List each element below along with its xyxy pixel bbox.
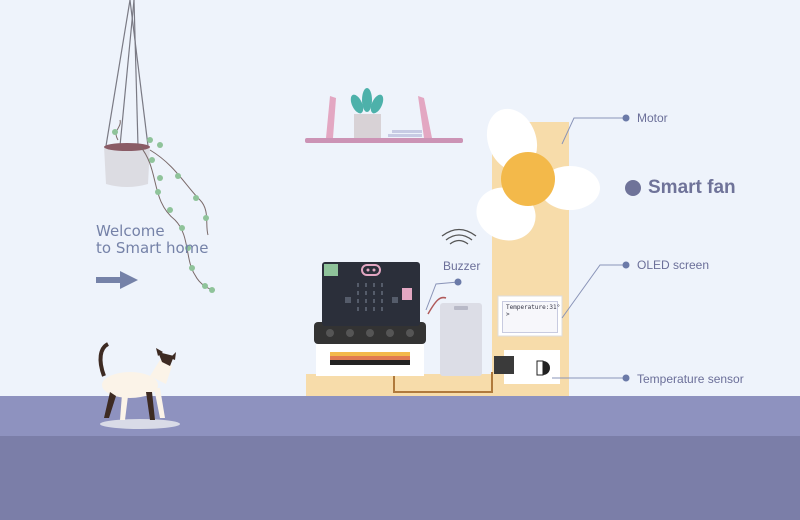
sensor-half-circle <box>543 361 550 375</box>
motor-label: Motor <box>637 111 668 125</box>
buzzer-module <box>440 303 482 376</box>
fan-hub <box>501 152 555 206</box>
microbit-leds <box>345 283 398 311</box>
shield-header <box>330 352 410 365</box>
plant-icon <box>350 88 384 114</box>
oled-line-2: > <box>506 311 510 318</box>
buzzer-label: Buzzer <box>443 259 481 273</box>
smart-fan-title: Smart fan <box>625 177 736 199</box>
title-dot-icon <box>625 180 641 196</box>
bookend-left <box>326 96 336 138</box>
cat-illustration <box>98 342 180 429</box>
temperature-sensor-chip <box>494 356 514 374</box>
sound-wave-icon <box>441 228 477 245</box>
oled-line-1: Temperature:31° <box>506 304 561 311</box>
base-plate <box>306 374 568 396</box>
welcome-text: Welcome to Smart home <box>96 223 209 257</box>
floor-bottom <box>0 436 800 520</box>
vine-leaves <box>112 129 215 293</box>
temperature-sensor-label: Temperature sensor <box>637 372 744 386</box>
title-text: Smart fan <box>648 177 736 198</box>
bookend-right <box>418 96 432 138</box>
welcome-line-1: Welcome <box>96 222 165 240</box>
oled-screen-label: OLED screen <box>637 258 710 272</box>
plant-pot <box>104 146 150 187</box>
microbit-board <box>322 262 420 326</box>
wire <box>393 372 493 393</box>
shelf-pot <box>354 114 381 138</box>
arrow-right-icon <box>96 271 138 289</box>
welcome-line-2: to Smart home <box>96 239 209 257</box>
floor-top <box>0 396 800 436</box>
shelf <box>305 138 463 143</box>
callout-lines <box>425 117 626 379</box>
oled-display: Temperature:31° > <box>502 301 561 333</box>
hanging-plant <box>105 0 149 147</box>
